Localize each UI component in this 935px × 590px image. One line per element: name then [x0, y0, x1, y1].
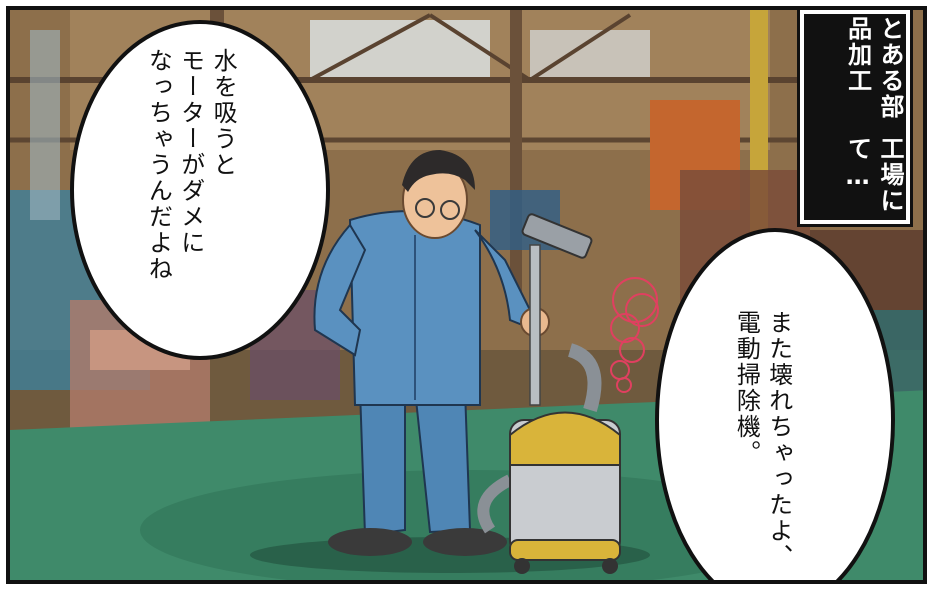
speech-bubble-left — [70, 20, 330, 360]
vacuum-cleaner — [477, 213, 621, 574]
speech-text-left: 水を吸うと モーターがダメに なっちゃうんだよね — [142, 48, 239, 348]
speech-bubble-right — [655, 228, 895, 580]
narration-caption: とある部品加工 工場にて… — [797, 10, 913, 227]
smoke-effect — [610, 277, 659, 393]
comic-panel: 水を吸うと モーターがダメに なっちゃうんだよね また壊れちゃったよ、 電動掃除… — [6, 6, 927, 584]
caption-line: 工場にて… — [843, 135, 904, 214]
speech-line: なっちゃうんだよね — [144, 48, 173, 282]
speech-line: 電動掃除機。 — [732, 310, 761, 466]
speech-line: 水を吸うと — [209, 48, 238, 178]
worker-figure — [313, 150, 550, 556]
factory-scene — [10, 10, 923, 580]
caption-text: とある部品加工 工場にて… — [804, 16, 906, 224]
speech-line: また壊れちゃったよ、 — [764, 310, 793, 570]
speech-line: モーターがダメに — [176, 48, 205, 256]
speech-text-right: また壊れちゃったよ、 電動掃除機。 — [730, 310, 795, 580]
caption-line: とある部品加工 — [843, 16, 904, 120]
